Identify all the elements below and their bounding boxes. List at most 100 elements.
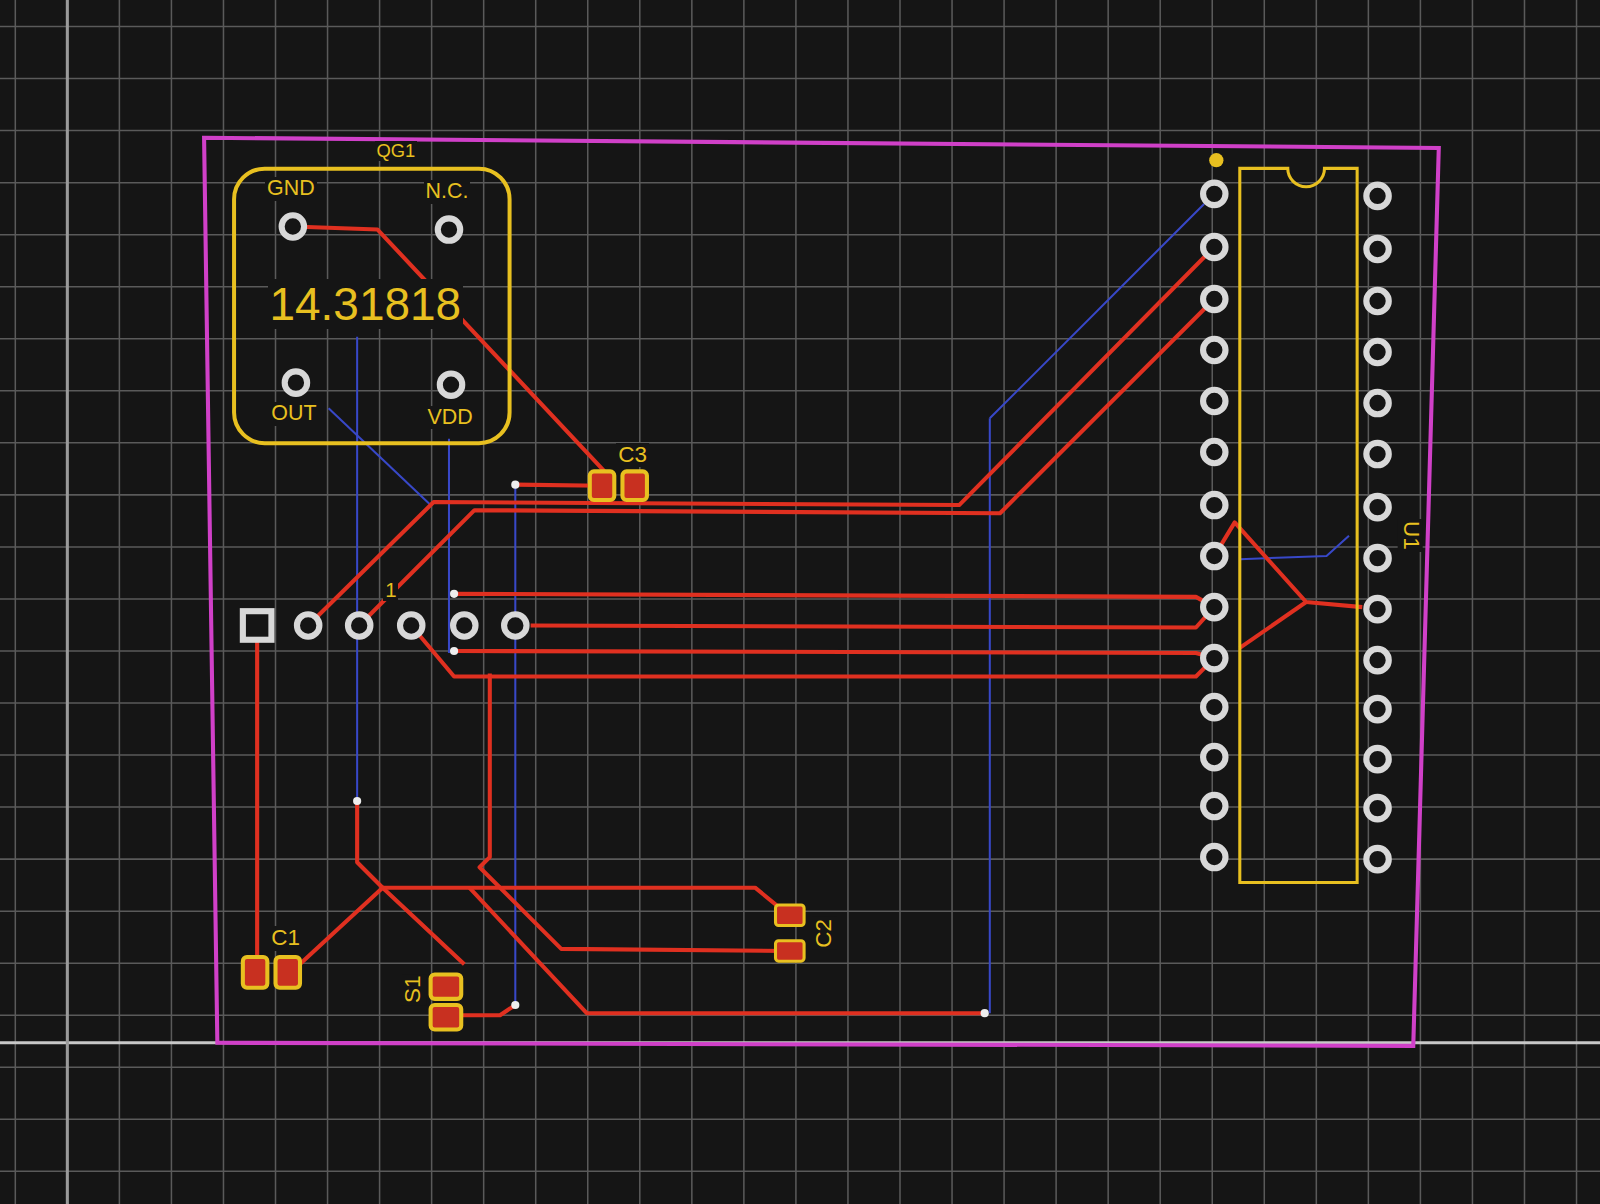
pcb-shape (243, 611, 272, 640)
part-name: C1 (269, 926, 302, 951)
pcb-shape (1366, 392, 1388, 414)
pcb-shape (1366, 341, 1388, 363)
pcb-shape (0, 390, 1600, 392)
pcb-shape (400, 614, 422, 636)
pin-name: OUT (269, 402, 318, 426)
pcb-shape (511, 1001, 519, 1009)
pcb-shape (356, 337, 358, 801)
pcb-shape (1203, 288, 1225, 310)
pcb-shape (1240, 168, 1357, 882)
pcb-shape (0, 754, 1600, 756)
pcb-shape (1203, 236, 1225, 258)
pcb-shape (291, 888, 464, 973)
pcb-shape (0, 494, 1600, 496)
pcb-shape (1366, 748, 1388, 770)
pcb-shape (480, 673, 789, 951)
pcb-shape (847, 0, 849, 1204)
pcb-shape (504, 614, 526, 636)
pcb-shape (1366, 598, 1388, 620)
pcb-shape (1366, 698, 1388, 720)
pcb-shape (454, 651, 1214, 658)
part-name: C2 (812, 917, 837, 950)
pcb-shape (1366, 797, 1388, 819)
pcb-shape (1203, 390, 1225, 412)
pin-number: 1 (383, 579, 398, 601)
pcb-shape (223, 0, 225, 1204)
pcb-shape (1203, 846, 1225, 868)
axis-line (66, 0, 69, 1204)
pcb-shape (431, 1005, 462, 1029)
pcb-shape (990, 204, 1204, 418)
pcb-shape (1203, 183, 1225, 205)
pcb-shape (590, 471, 614, 500)
pcb-shape (67, 0, 69, 1204)
pcb-shape (1203, 339, 1225, 361)
pcb-shape (450, 590, 458, 598)
pcb-shape (282, 215, 304, 237)
pcb-shape (359, 299, 1214, 626)
pcb-shape (0, 702, 1600, 704)
pcb-shape (0, 1119, 1600, 1121)
pcb-shape (622, 471, 646, 500)
pin-name: N.C. (424, 180, 471, 204)
pcb-shape (15, 0, 17, 1204)
pin1-dot (1209, 153, 1223, 167)
pcb-shape (1366, 443, 1388, 465)
part-name: C3 (616, 443, 649, 468)
pcb-shape (171, 0, 173, 1204)
pcb-shape (1366, 290, 1388, 312)
crystal-oscillator: QG1GNDN.C.14.31818OUTVDD (231, 135, 513, 446)
part-name: U1 (1398, 519, 1423, 552)
bottom-traces (329, 204, 1349, 1013)
pcb-shape (1472, 0, 1474, 1204)
pcb-shape (639, 0, 641, 1204)
pcb-shape (514, 485, 516, 1005)
pcb-shape (951, 0, 953, 1204)
pcb-shape (450, 647, 458, 655)
pcb-shape (327, 0, 329, 1204)
pcb-shape (1203, 795, 1225, 817)
pcb-shape (0, 598, 1600, 600)
pcb-shape (0, 806, 1600, 808)
top-traces (257, 227, 1362, 1016)
pcb-shape (1055, 0, 1057, 1204)
through-pads (243, 183, 1389, 871)
pcb-shape (0, 858, 1600, 860)
pcb-shape (454, 594, 1214, 607)
pcb-shape (1240, 602, 1306, 648)
pcb-shape (776, 905, 805, 925)
pcb-shape (535, 0, 537, 1204)
pcb-shape (1203, 494, 1225, 516)
pcb-shape (0, 78, 1600, 80)
pcb-shape (329, 408, 431, 505)
pcb-shape (431, 974, 462, 998)
pcb-shape (0, 338, 1600, 340)
pcb-shape (0, 234, 1600, 236)
pcb-shape (981, 1009, 989, 1017)
pcb-shape (1203, 746, 1225, 768)
pcb-shape (0, 26, 1600, 28)
pcb-shape (353, 797, 361, 805)
pcb-shape (0, 130, 1600, 132)
pcb-shape (1159, 0, 1161, 1204)
pcb-shape (257, 625, 263, 972)
pcb-shape (1366, 848, 1388, 870)
smd-pads (243, 471, 804, 1029)
pcb-shape (453, 614, 475, 636)
pcb-shape (1203, 545, 1225, 567)
pcb-shape (348, 614, 370, 636)
pcb-shape (243, 957, 267, 988)
pcb-shape (1366, 496, 1388, 518)
pcb-shape (899, 0, 901, 1204)
pcb-shape (1366, 238, 1388, 260)
board-outline (204, 138, 1439, 1046)
pin-name: GND (265, 177, 317, 201)
pcb-shape (1107, 0, 1109, 1204)
pcb-shape (0, 442, 1600, 444)
pcb-shape (0, 1067, 1600, 1069)
pcb-shape (743, 0, 745, 1204)
pcb-shape (438, 218, 460, 240)
pcb-shape (357, 801, 383, 888)
